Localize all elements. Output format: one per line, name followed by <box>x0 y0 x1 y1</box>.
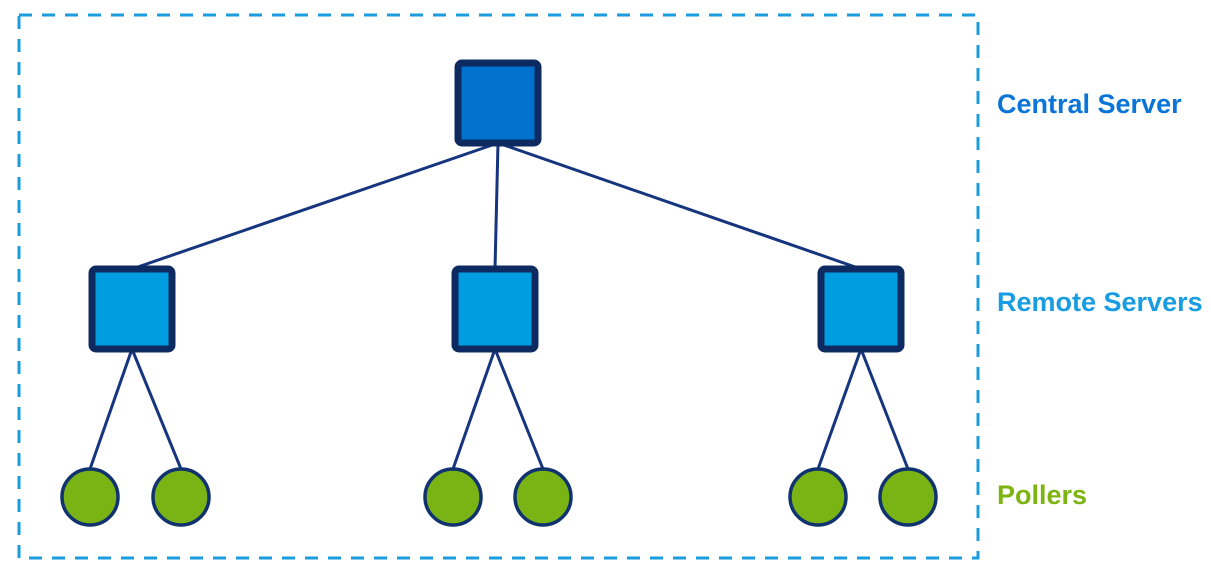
poller-1-node <box>60 467 120 527</box>
central-server-node <box>454 59 542 147</box>
poller-2-node <box>151 467 211 527</box>
edge-central-server-remote-server-3 <box>497 141 862 271</box>
edge-remote-server-3-poller-5 <box>816 348 863 470</box>
poller-3-node <box>423 467 483 527</box>
remote-server-3-node <box>817 265 905 353</box>
edge-remote-server-1-poller-2 <box>130 348 183 470</box>
poller-5-node <box>788 467 848 527</box>
edge-remote-server-2-poller-4 <box>493 348 545 470</box>
central-server-label: Central Server <box>997 89 1182 119</box>
edge-remote-server-2-poller-3 <box>451 348 497 470</box>
remote-server-1-node <box>88 265 176 353</box>
remote-servers-label: Remote Servers <box>997 287 1203 317</box>
poller-6-node <box>878 467 938 527</box>
poller-4-node <box>513 467 573 527</box>
remote-server-2-node <box>451 265 539 353</box>
dashed-boundary <box>17 13 980 560</box>
edge-central-server-remote-server-2 <box>493 142 500 270</box>
edge-remote-server-1-poller-1 <box>88 348 134 470</box>
edge-remote-server-3-poller-6 <box>859 348 910 470</box>
edge-central-server-remote-server-1 <box>131 141 499 271</box>
pollers-label: Pollers <box>997 480 1088 510</box>
